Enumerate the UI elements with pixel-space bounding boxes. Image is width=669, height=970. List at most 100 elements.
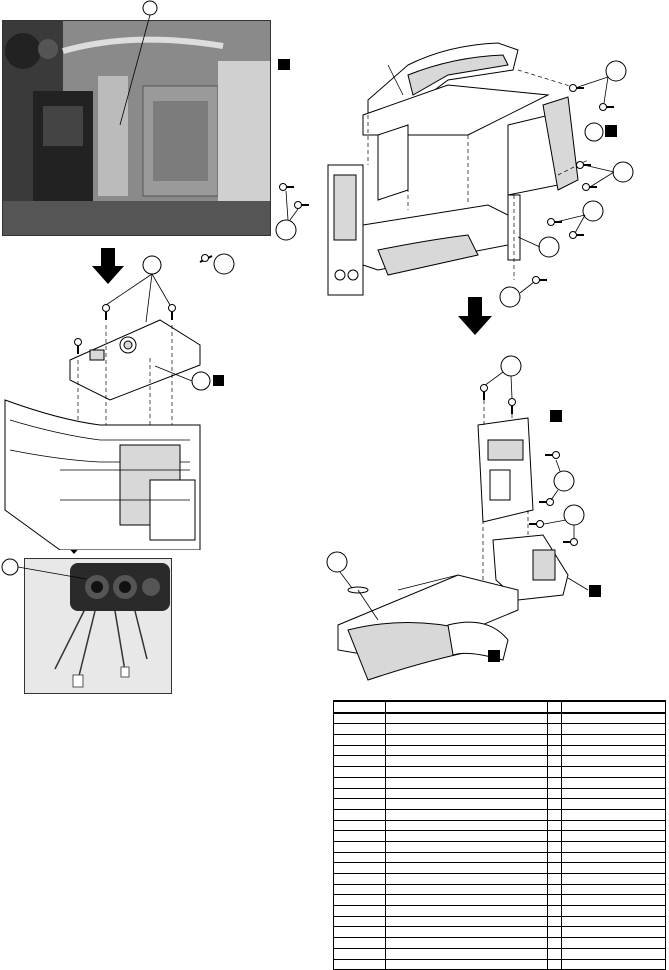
table-cell bbox=[561, 787, 666, 800]
table-row bbox=[333, 723, 666, 736]
part-marker bbox=[550, 410, 562, 422]
table-cell bbox=[547, 894, 562, 907]
table-cell bbox=[547, 798, 562, 810]
table-cell bbox=[333, 734, 386, 746]
table-cell bbox=[547, 840, 562, 853]
part-marker bbox=[488, 650, 500, 662]
table-row bbox=[333, 819, 666, 832]
table-row bbox=[333, 808, 666, 821]
screw-icon bbox=[569, 231, 584, 239]
table-cell bbox=[561, 905, 666, 917]
callout-circle bbox=[605, 60, 627, 82]
table-cell bbox=[547, 905, 562, 917]
callout-circle bbox=[326, 551, 348, 573]
table-cell bbox=[561, 830, 666, 842]
table-header-cell bbox=[547, 700, 562, 714]
callout-circle bbox=[142, 255, 162, 275]
callout-circle bbox=[582, 200, 604, 222]
table-cell bbox=[385, 883, 548, 896]
part-marker bbox=[213, 375, 224, 386]
part-marker bbox=[605, 125, 617, 137]
table-cell bbox=[385, 776, 548, 789]
table-row bbox=[333, 744, 666, 757]
table-cell bbox=[385, 905, 548, 917]
table-cell bbox=[547, 787, 562, 800]
screw-icon bbox=[102, 304, 110, 320]
table-cell bbox=[333, 905, 386, 917]
table-row bbox=[333, 873, 666, 885]
table-row bbox=[333, 755, 666, 768]
table-cell bbox=[561, 926, 666, 939]
table-cell bbox=[385, 755, 548, 768]
table-cell bbox=[561, 937, 666, 949]
table-cell bbox=[385, 819, 548, 832]
table-row bbox=[333, 840, 666, 853]
table-cell bbox=[385, 787, 548, 800]
board-base-exploded-drawing bbox=[326, 355, 601, 681]
table-cell bbox=[561, 894, 666, 907]
callout-circle bbox=[584, 122, 604, 142]
table-cell bbox=[385, 851, 548, 864]
table-cell bbox=[547, 958, 562, 970]
screw-icon bbox=[199, 254, 213, 263]
table-cell bbox=[385, 915, 548, 928]
table-row bbox=[333, 937, 666, 949]
table-cell bbox=[385, 808, 548, 821]
table-cell bbox=[547, 830, 562, 842]
down-arrow-1 bbox=[92, 248, 124, 284]
table-cell bbox=[333, 915, 386, 928]
table-row bbox=[333, 734, 666, 746]
table-cell bbox=[561, 915, 666, 928]
table-header-row bbox=[333, 700, 666, 714]
table-cell bbox=[561, 776, 666, 789]
table-cell bbox=[333, 873, 386, 885]
table-cell bbox=[385, 712, 548, 725]
table-row bbox=[333, 926, 666, 939]
table-cell bbox=[333, 862, 386, 874]
screw-icon bbox=[480, 384, 488, 400]
table-cell bbox=[333, 851, 386, 864]
table-cell bbox=[385, 840, 548, 853]
callout-group-bottom-left bbox=[1, 558, 87, 580]
table-cell bbox=[333, 744, 386, 757]
table-cell bbox=[561, 883, 666, 896]
screw-icon bbox=[279, 183, 294, 191]
table-cell bbox=[547, 755, 562, 768]
table-cell bbox=[385, 734, 548, 746]
table-cell bbox=[547, 776, 562, 789]
table-row bbox=[333, 894, 666, 907]
screw-icon bbox=[168, 304, 176, 320]
table-cell bbox=[547, 937, 562, 949]
table-cell bbox=[547, 873, 562, 885]
callout-circle bbox=[538, 236, 560, 258]
callout-circle bbox=[275, 219, 297, 241]
table-cell bbox=[547, 808, 562, 821]
table-cell bbox=[385, 937, 548, 949]
table-row bbox=[333, 883, 666, 896]
table-cell bbox=[333, 798, 386, 810]
callout-circle bbox=[1, 558, 19, 576]
table-cell bbox=[333, 723, 386, 736]
table-cell bbox=[385, 830, 548, 842]
handle-frame-exploded-drawing bbox=[275, 42, 634, 308]
callout-circle bbox=[142, 0, 158, 16]
table-cell bbox=[547, 744, 562, 757]
screw-icon bbox=[569, 84, 584, 92]
table-cell bbox=[333, 958, 386, 970]
table-cell bbox=[333, 712, 386, 725]
callout-circle bbox=[499, 286, 521, 308]
table-cell bbox=[561, 862, 666, 874]
callout-circle bbox=[553, 470, 575, 492]
screw-icon bbox=[576, 161, 591, 169]
table-cell bbox=[561, 723, 666, 736]
callout-circle bbox=[191, 371, 211, 391]
table-row bbox=[333, 787, 666, 800]
down-arrow-3 bbox=[458, 297, 492, 335]
table-cell bbox=[547, 883, 562, 896]
table-cell bbox=[385, 766, 548, 778]
table-row bbox=[333, 915, 666, 928]
table-row bbox=[333, 958, 666, 970]
table-cell bbox=[385, 744, 548, 757]
callout-circle bbox=[563, 504, 585, 526]
table-cell bbox=[561, 958, 666, 970]
